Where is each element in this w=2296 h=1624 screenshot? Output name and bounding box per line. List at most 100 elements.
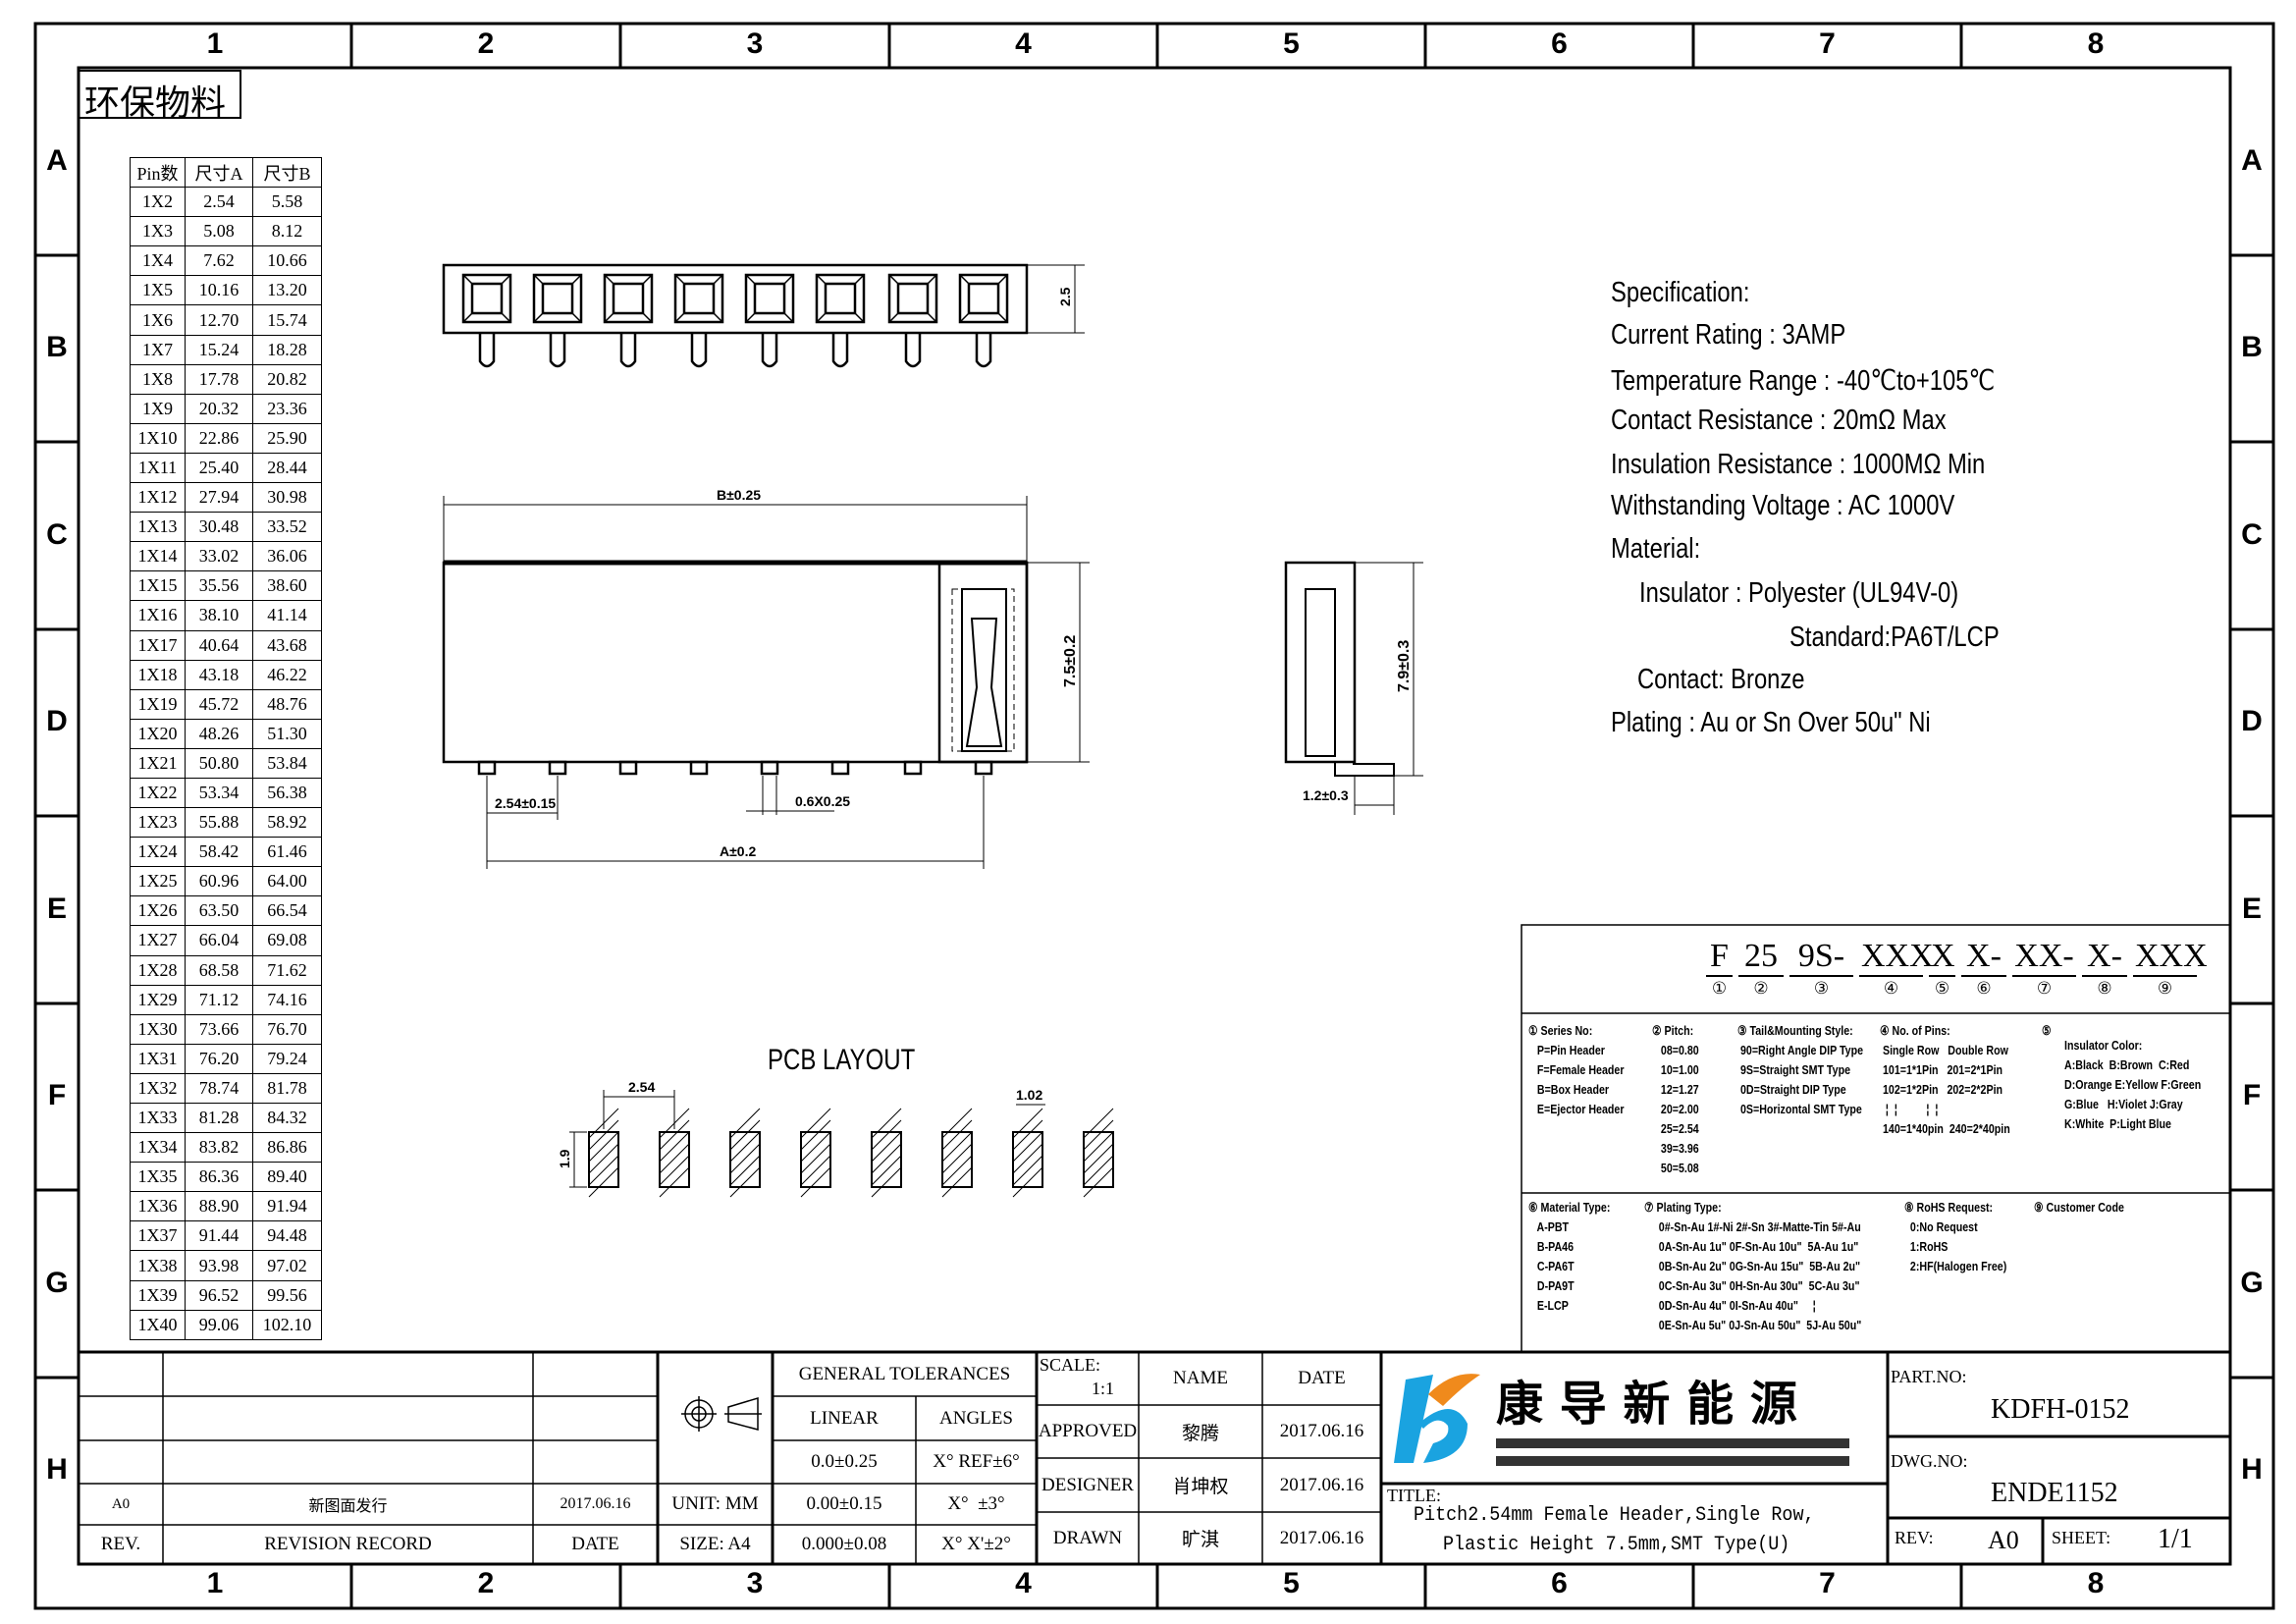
- table-cell: 1X26: [130, 895, 186, 927]
- table-cell: 1X35: [130, 1162, 186, 1193]
- table-cell: 71.12: [185, 984, 253, 1015]
- table-cell: 63.50: [185, 895, 253, 927]
- grid-column-label: 8: [2087, 1567, 2105, 1599]
- table-cell: 1X7: [130, 334, 186, 365]
- table-cell: 81.78: [252, 1072, 322, 1105]
- angle-tol-3: X° X'±2°: [941, 1534, 1011, 1554]
- dim-height: 7.5±0.2: [1062, 635, 1079, 687]
- grid-row-label: A: [2241, 143, 2263, 177]
- grid-column-label: 7: [1819, 27, 1836, 60]
- smt-pad: [903, 760, 923, 776]
- spec-material: Material:: [1611, 533, 1701, 565]
- grid-column-label: 5: [1283, 1567, 1300, 1599]
- code-value: 25: [1738, 938, 1784, 977]
- table-cell: 1X3: [130, 216, 186, 247]
- grid-row-label: H: [46, 1453, 68, 1486]
- table-cell: 1X14: [130, 541, 186, 572]
- pcb-pad: [1083, 1108, 1114, 1198]
- smt-pad: [689, 760, 709, 776]
- role-date: 2017.06.16: [1279, 1474, 1364, 1495]
- table-cell: 5.08: [185, 216, 253, 247]
- contact-cavity: [461, 273, 512, 324]
- angles-header: ANGLES: [939, 1407, 1013, 1429]
- table-cell: 74.16: [252, 984, 322, 1015]
- smt-pad: [548, 760, 567, 776]
- table-cell: 10.66: [252, 245, 322, 277]
- table-cell: 1X15: [130, 570, 186, 602]
- table-cell: 22.86: [185, 422, 253, 454]
- table-cell: 27.94: [185, 482, 253, 514]
- smt-pad: [618, 760, 638, 776]
- projection-symbol-icon: [681, 1396, 762, 1432]
- table-cell: 53.84: [252, 747, 322, 779]
- table-cell: 1X23: [130, 807, 186, 839]
- grid-row-label: H: [2241, 1453, 2263, 1486]
- table-cell: 1X21: [130, 747, 186, 779]
- pcb-pad: [659, 1108, 690, 1198]
- code-pins: ④ No. of Pins: Single Row Double Row 101…: [1880, 1023, 2010, 1136]
- spec-voltage: Withstanding Voltage : AC 1000V: [1611, 490, 1955, 521]
- code-rohs: ⑧ RoHS Request: 0:No Request 1:RoHS 2:HF…: [1904, 1200, 2007, 1273]
- table-cell: 1X22: [130, 777, 186, 809]
- code-material: ⑥ Material Type: A-PBT B-PA46 C-PA6T D-P…: [1528, 1200, 1611, 1313]
- date-header: DATE: [1298, 1368, 1346, 1388]
- role-date: 2017.06.16: [1279, 1421, 1364, 1441]
- table-cell: 76.20: [185, 1043, 253, 1074]
- grid-column-label: 6: [1551, 27, 1568, 60]
- inner-frame: [77, 66, 2232, 1566]
- linear-tol-2: 0.00±0.15: [806, 1493, 882, 1514]
- table-cell: 1X18: [130, 659, 186, 690]
- smt-pad: [830, 760, 850, 776]
- code-index: ⑧: [2097, 979, 2112, 998]
- table-cell: 1X37: [130, 1220, 186, 1252]
- dim-b-length: B±0.25: [717, 487, 761, 503]
- pin: [761, 333, 778, 368]
- contact-cavity: [603, 273, 654, 324]
- linear-tol-3: 0.000±0.08: [801, 1534, 887, 1554]
- table-cell: 83.82: [185, 1132, 253, 1164]
- code-value: X-: [1961, 938, 2006, 977]
- front-view: [442, 496, 1090, 869]
- grid-column-label: 2: [477, 27, 495, 60]
- dim-pcb-pitch: 2.54: [628, 1079, 655, 1095]
- table-cell: 38.60: [252, 570, 322, 602]
- pin: [549, 333, 566, 368]
- grid-row-label: E: [2241, 892, 2262, 925]
- code-index: ①: [1711, 979, 1728, 998]
- contact-cavity: [815, 273, 866, 324]
- spec-insulation-resistance: Insulation Resistance : 1000MΩ Min: [1611, 449, 1986, 480]
- scale-value: 1:1: [1092, 1379, 1115, 1398]
- table-cell: 81.28: [185, 1102, 253, 1134]
- table-cell: 96.52: [185, 1279, 253, 1311]
- sheet-label: SHEET:: [2052, 1528, 2111, 1547]
- grid-row-label: C: [46, 517, 68, 551]
- spec-temperature: Temperature Range : -40℃to+105℃: [1611, 365, 1996, 397]
- table-cell: 89.40: [252, 1162, 322, 1193]
- angle-tol-2: X° ±3°: [947, 1493, 1005, 1514]
- angle-tol-1: X° REF±6°: [933, 1451, 1020, 1472]
- pcb-layout-title: PCB LAYOUT: [768, 1044, 916, 1076]
- code-index: ④: [1883, 979, 1899, 998]
- table-cell: 66.04: [185, 925, 253, 956]
- table-cell: 86.86: [252, 1132, 322, 1164]
- dim-a-length: A±0.2: [720, 843, 756, 859]
- table-cell: 13.20: [252, 275, 322, 306]
